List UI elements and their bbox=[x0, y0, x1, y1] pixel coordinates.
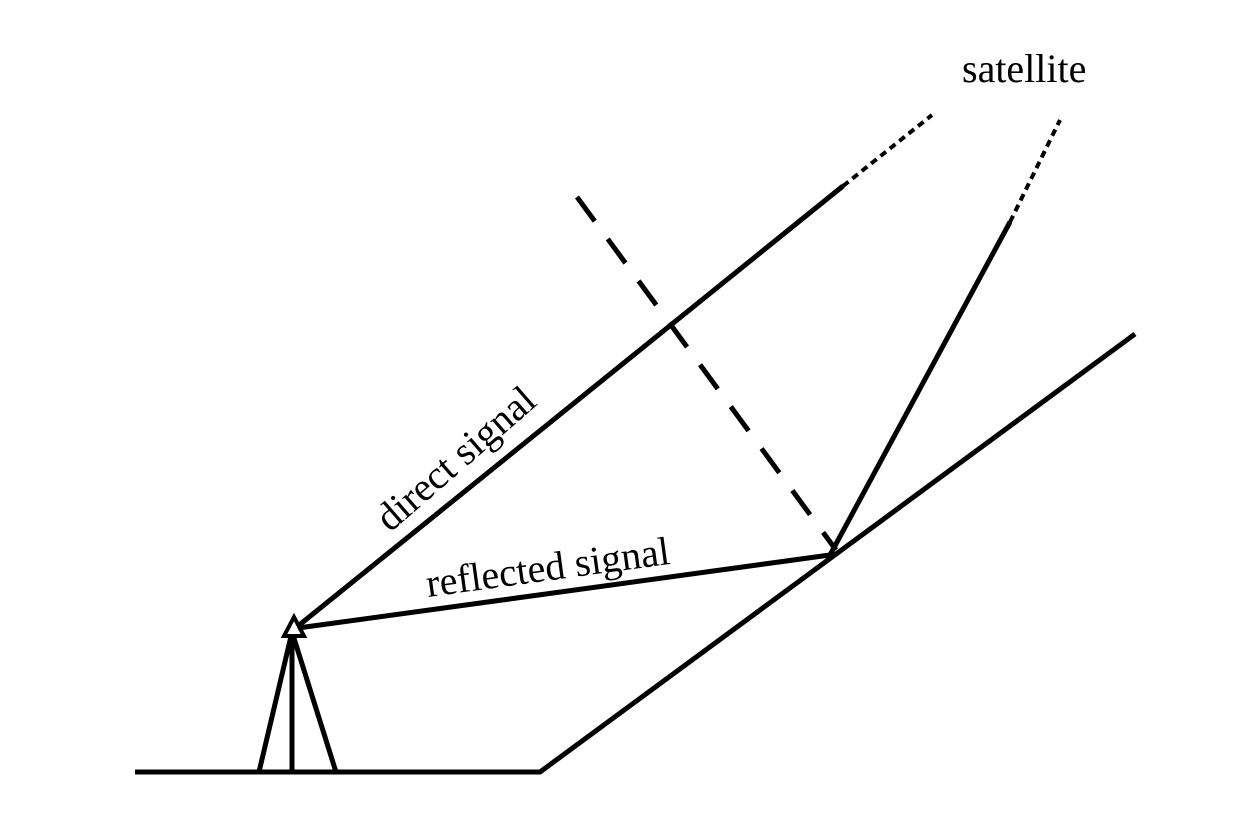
incident-signal-line bbox=[827, 220, 1013, 557]
satellite-label: satellite bbox=[962, 46, 1086, 91]
incident-signal-extension bbox=[1008, 119, 1062, 223]
reflected-signal-line bbox=[297, 552, 831, 631]
direct-signal-extension bbox=[841, 113, 934, 188]
ground-line bbox=[135, 331, 1137, 775]
tripod-left-leg bbox=[256, 631, 295, 773]
wavefront-dashed-line bbox=[574, 195, 839, 552]
direct-signal-line bbox=[296, 184, 845, 628]
antenna-tripod bbox=[256, 612, 339, 773]
direct-signal-label: direct signal bbox=[366, 377, 544, 540]
tripod-right-leg bbox=[289, 631, 339, 773]
